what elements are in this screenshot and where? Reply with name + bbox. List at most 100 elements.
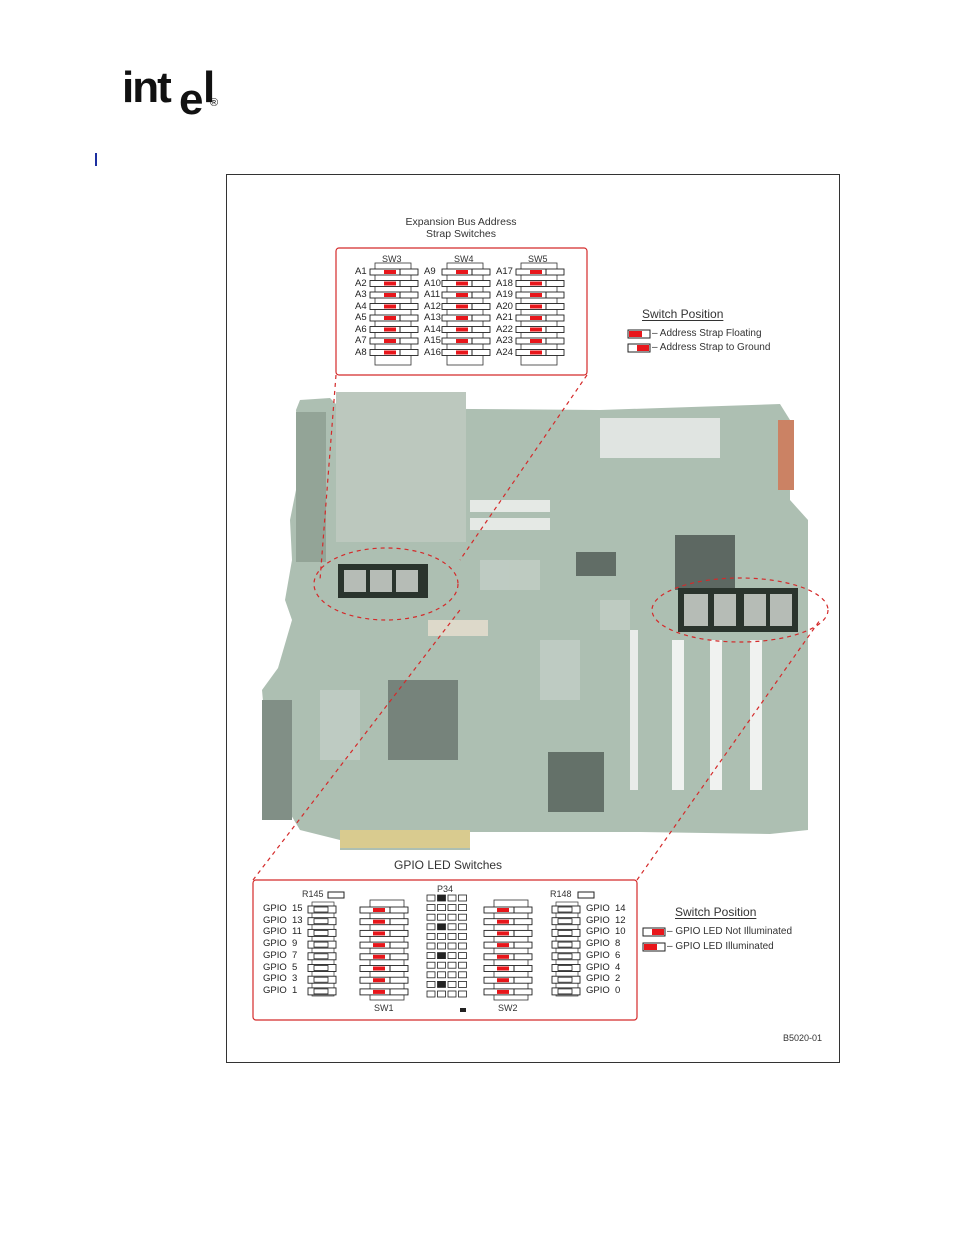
r148-label: R148 (550, 889, 572, 899)
legend-illuminated: – GPIO LED Illuminated (667, 941, 774, 952)
address-label: A22 (496, 323, 513, 335)
address-label: A16 (424, 346, 441, 358)
address-label: A9 (424, 266, 436, 277)
switch-actuator (384, 270, 396, 274)
switch-body (520, 262, 558, 366)
address-label: A1 (355, 266, 367, 277)
figure-id: B5020-01 (783, 1033, 823, 1043)
address-label: A23 (496, 335, 513, 346)
gpio-label: GPIO (263, 914, 287, 926)
figure-frame (226, 174, 840, 1063)
switch-actuator (456, 304, 468, 309)
switch-actuator (384, 281, 396, 286)
address-label: A13 (424, 312, 441, 323)
svg-text:e: e (179, 75, 202, 122)
svg-text:int: int (122, 63, 172, 112)
address-label: A20 (496, 300, 513, 312)
sw3-label: SW3 (382, 254, 402, 264)
switch-actuator (530, 327, 542, 332)
gpio-number: 9 (292, 938, 298, 950)
gpio-label: GPIO (263, 949, 287, 961)
svg-text:l: l (203, 63, 215, 112)
address-label: A3 (355, 289, 367, 300)
switch-actuator (384, 327, 396, 332)
address-label: A11 (424, 289, 441, 300)
gpio-number: 3 (292, 973, 298, 985)
gpio-label: GPIO (586, 961, 610, 973)
gpio-label: GPIO (263, 961, 287, 973)
legend-not-illuminated: – GPIO LED Not Illuminated (667, 926, 793, 937)
gpio-label: GPIO (263, 973, 287, 985)
address-label: A17 (496, 266, 513, 277)
address-label: A21 (496, 312, 513, 323)
address-label: A2 (355, 277, 367, 289)
legend-top-swatches (627, 329, 651, 353)
gpio-label: GPIO (263, 926, 287, 938)
gpio-switches (307, 891, 595, 1012)
gpio-number: 7 (292, 949, 298, 961)
gpio-number: 8 (615, 938, 621, 950)
switch-actuator (456, 316, 468, 320)
sw1-label: SW1 (374, 1003, 394, 1013)
address-label: A24 (496, 346, 513, 358)
gpio-label: GPIO (586, 914, 610, 926)
switch-actuator (384, 293, 396, 297)
switch-actuator (530, 316, 542, 320)
gpio-label: GPIO (263, 984, 287, 996)
gpio-number: 13 (292, 914, 303, 926)
legend-bottom-swatches (642, 927, 666, 952)
address-label: A18 (496, 277, 513, 289)
r145-label: R145 (302, 889, 324, 899)
expansion-title-line1: Expansion Bus Address (405, 216, 517, 228)
gpio-number: 15 (292, 903, 303, 914)
switch-body (374, 262, 412, 366)
expansion-switches (369, 262, 565, 366)
gpio-callout-box (252, 879, 638, 1021)
expansion-callout-box (335, 247, 588, 376)
switch-actuator (530, 293, 542, 297)
gpio-label: GPIO (263, 903, 287, 914)
switch-position-title-top: Switch Position (642, 307, 724, 321)
gpio-number: 10 (615, 926, 626, 938)
sw5-label: SW5 (528, 254, 548, 264)
gpio-label: GPIO (586, 973, 610, 985)
gpio-label: GPIO (263, 938, 287, 950)
address-label: A12 (424, 300, 441, 312)
expansion-title-line2: Strap Switches (425, 228, 497, 240)
address-label: A10 (424, 277, 441, 289)
address-label: A14 (424, 323, 441, 335)
board-photo (262, 392, 808, 850)
address-label: A7 (355, 335, 367, 346)
registered-mark: ® (210, 97, 218, 109)
gpio-number: 6 (615, 949, 621, 961)
gpio-number: 2 (615, 973, 621, 985)
gpio-number: 5 (292, 961, 298, 973)
gpio-number: 0 (615, 984, 621, 996)
switch-actuator (456, 339, 468, 343)
switch-actuator (530, 281, 542, 286)
switch-position-title-bottom: Switch Position (675, 905, 757, 919)
gpio-title: GPIO LED Switches (394, 858, 503, 872)
legend-floating: – Address Strap Floating (652, 328, 762, 339)
gpio-number: 1 (292, 984, 298, 996)
gpio-label: GPIO (586, 949, 610, 961)
address-label: A4 (355, 300, 367, 312)
switch-actuator (530, 350, 542, 355)
expansion-title: Expansion Bus Address Strap Switches (380, 216, 542, 240)
switch-actuator (456, 350, 468, 355)
switch-actuator (530, 270, 542, 274)
change-bar (95, 153, 97, 166)
intel-logo: int e l ® (122, 62, 232, 124)
gpio-label: GPIO (586, 938, 610, 950)
address-label: A5 (355, 312, 367, 323)
switch-actuator (384, 339, 396, 343)
address-label: A15 (424, 335, 441, 346)
gpio-number: 4 (615, 961, 621, 973)
switch-actuator (384, 350, 396, 355)
switch-actuator (384, 316, 396, 320)
gpio-label: GPIO (586, 926, 610, 938)
switch-actuator (384, 304, 396, 309)
switch-actuator (530, 304, 542, 309)
expansion-switch-callout (313, 547, 459, 621)
